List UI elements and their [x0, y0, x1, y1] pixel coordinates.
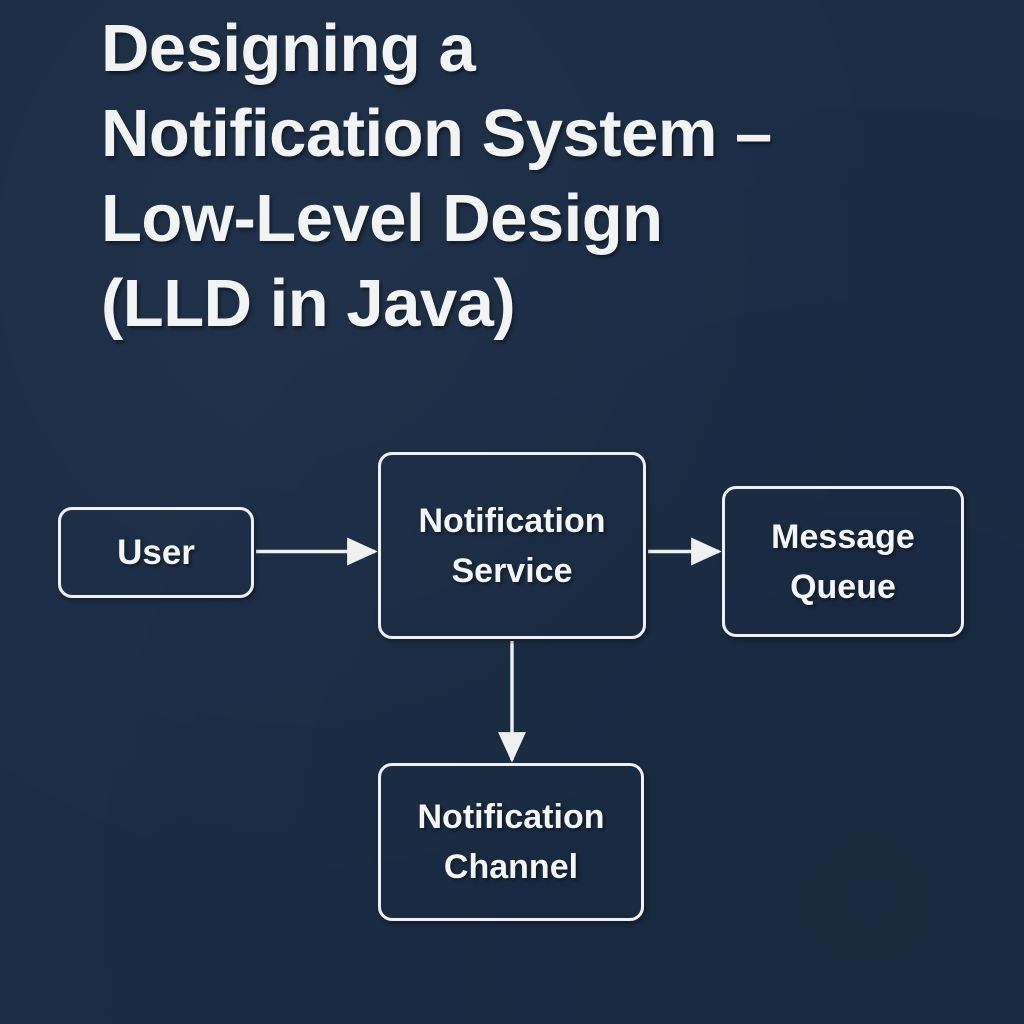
- node-notification-service[interactable]: Notification Service: [378, 452, 646, 639]
- node-notification-channel-label: Notification Channel: [408, 792, 615, 892]
- node-user[interactable]: User: [58, 507, 254, 598]
- node-message-queue-label-line-2: Queue: [790, 567, 896, 606]
- title-line-1: Designing a: [101, 11, 476, 86]
- node-user-label: User: [107, 528, 205, 578]
- node-notification-service-label-line-1: Notification: [418, 501, 606, 540]
- title-line-2: Notification System –: [101, 96, 772, 171]
- node-user-label-line-1: User: [117, 532, 195, 572]
- node-notification-service-label-line-2: Service: [451, 551, 573, 590]
- node-message-queue-label: Message Queue: [761, 512, 925, 612]
- title-line-3: Low-Level Design: [101, 181, 663, 256]
- node-notification-channel[interactable]: Notification Channel: [378, 763, 644, 921]
- title-line-4: (LLD in Java): [101, 266, 516, 341]
- node-message-queue-label-line-1: Message: [771, 517, 915, 556]
- node-notification-channel-label-line-2: Channel: [443, 848, 579, 886]
- page-title: Designing a Notification System – Low-Le…: [101, 6, 941, 346]
- node-message-queue[interactable]: Message Queue: [722, 486, 964, 637]
- node-notification-channel-label-line-1: Notification: [417, 798, 605, 836]
- node-notification-service-label: Notification Service: [409, 496, 616, 596]
